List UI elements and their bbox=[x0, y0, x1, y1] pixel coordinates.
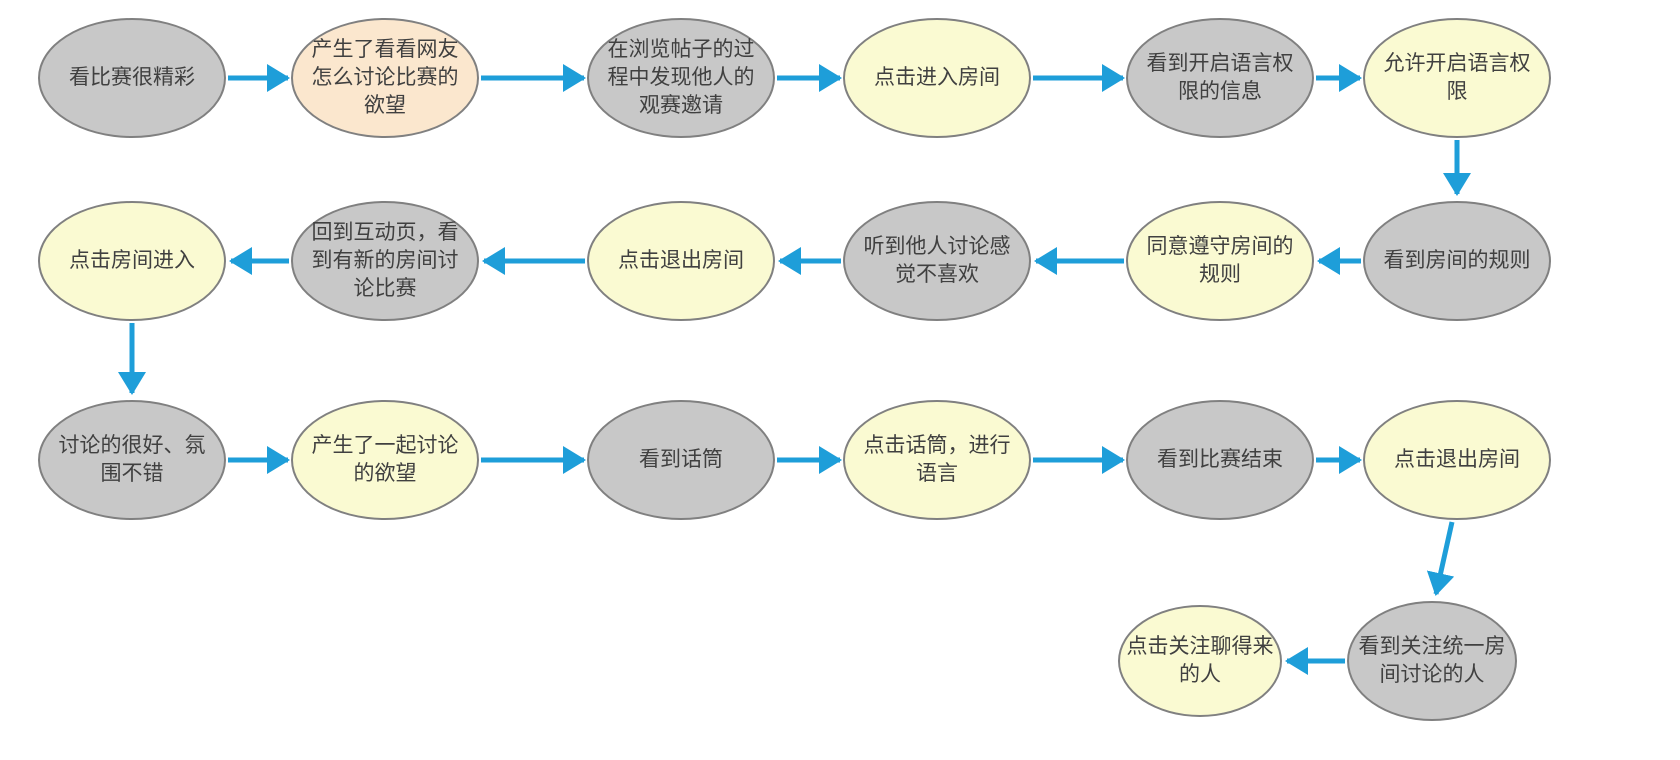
flow-node-13: 讨论的很好、氛 围不错 bbox=[38, 400, 226, 520]
flow-node-20: 点击关注聊得来 的人 bbox=[1118, 605, 1282, 717]
flow-node-7: 看到房间的规则 bbox=[1363, 201, 1551, 321]
flow-node-8: 同意遵守房间的 规则 bbox=[1126, 201, 1314, 321]
flow-node-6: 允许开启语言权 限 bbox=[1363, 18, 1551, 138]
flow-node-4: 点击进入房间 bbox=[843, 18, 1031, 138]
flow-node-18: 点击退出房间 bbox=[1363, 400, 1551, 520]
flow-node-3: 在浏览帖子的过 程中发现他人的 观赛邀请 bbox=[587, 18, 775, 138]
flow-node-15: 看到话筒 bbox=[587, 400, 775, 520]
flow-node-1: 看比赛很精彩 bbox=[38, 18, 226, 138]
flow-node-14: 产生了一起讨论 的欲望 bbox=[291, 400, 479, 520]
flow-node-9: 听到他人讨论感 觉不喜欢 bbox=[843, 201, 1031, 321]
flow-node-11: 回到互动页，看 到有新的房间讨 论比赛 bbox=[291, 201, 479, 321]
flow-node-5: 看到开启语言权 限的信息 bbox=[1126, 18, 1314, 138]
flow-node-17: 看到比赛结束 bbox=[1126, 400, 1314, 520]
flow-node-10: 点击退出房间 bbox=[587, 201, 775, 321]
flow-node-12: 点击房间进入 bbox=[38, 201, 226, 321]
flow-node-19: 看到关注统一房 间讨论的人 bbox=[1347, 601, 1517, 721]
flow-node-2: 产生了看看网友 怎么讨论比赛的 欲望 bbox=[291, 18, 479, 138]
flow-node-16: 点击话筒，进行 语言 bbox=[843, 400, 1031, 520]
arrow-18-19 bbox=[1426, 521, 1455, 596]
